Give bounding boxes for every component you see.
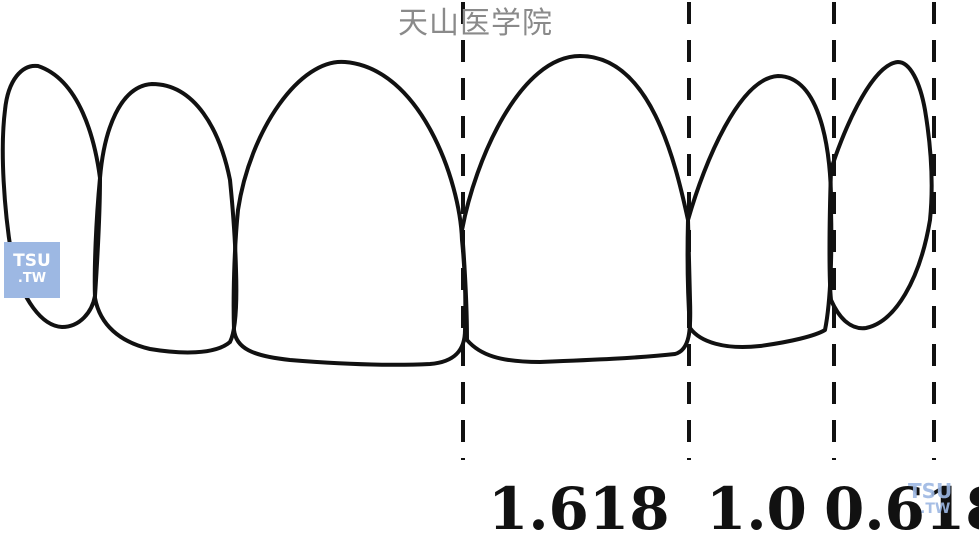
tooth-right-lateral-incisor [92,82,239,355]
ratio-label-central-incisor: 1.618 [488,475,670,543]
ratio-label-canine: 0.618 [824,475,979,543]
tooth-right-canine [0,63,102,329]
watermark-corner-line2: .TW [920,501,951,517]
tooth-left-canine [827,60,934,331]
tooth-left-lateral-incisor [685,74,834,349]
ratio-label-lateral-incisor: 1.0 [706,475,807,543]
tooth-left-central-incisor [460,54,693,364]
watermark-logo-corner: TSU .TW [908,479,978,538]
watermark-corner-line1: TSU [908,479,953,503]
tooth-right-central-incisor [231,59,468,367]
watermark-title: 天山医学院 [398,6,553,41]
watermark-logo-line2: .TW [17,271,47,286]
watermark-logo: TSU .TW [4,242,60,298]
watermark-logo-line1: TSU [13,251,51,271]
